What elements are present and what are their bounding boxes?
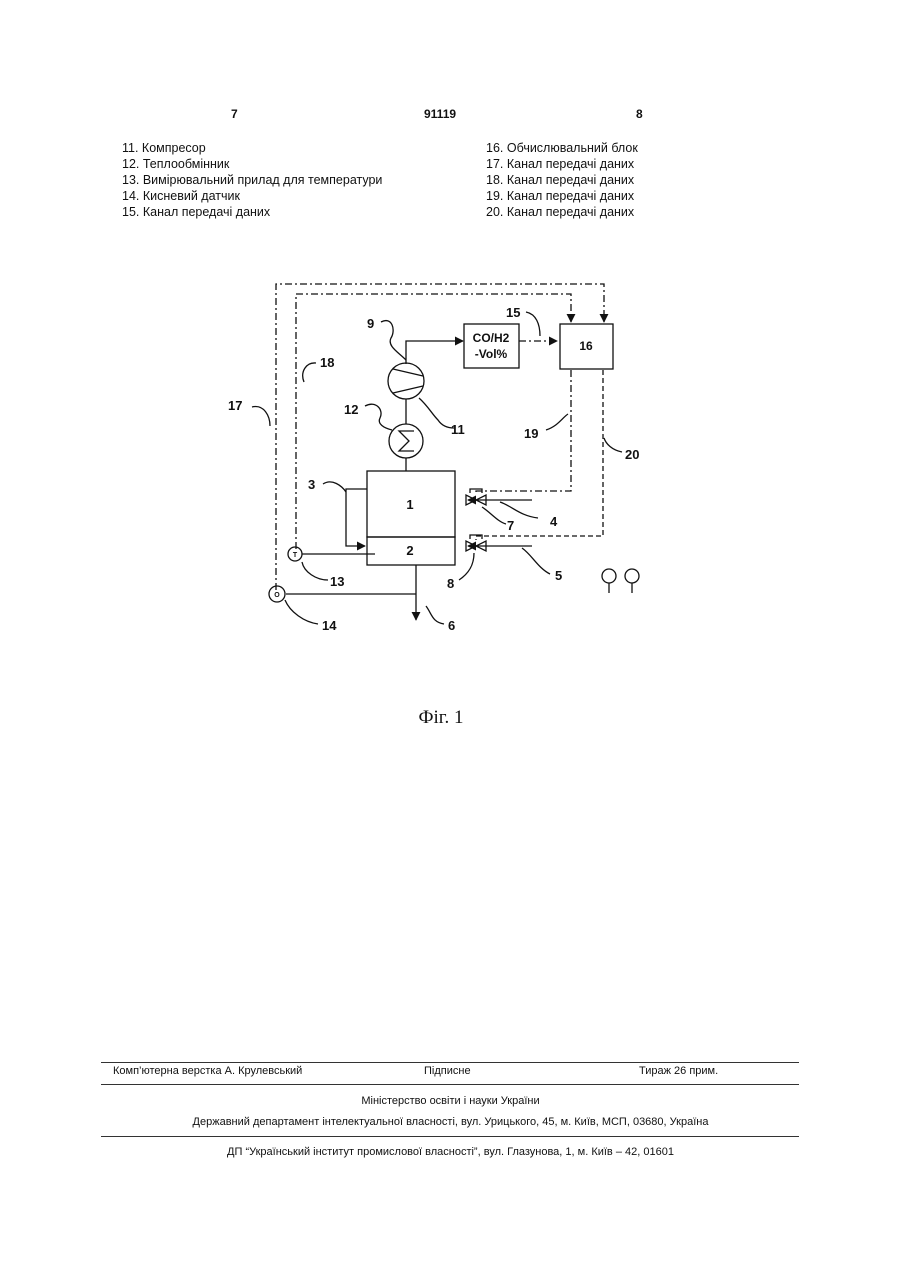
footer-institute: ДП “Український інститут промислової вла… [0,1146,901,1158]
label-1: 1 [406,497,413,512]
leader-19 [546,414,568,430]
leader-12 [365,404,392,430]
leader-7 [482,507,506,524]
leader-9 [381,321,406,360]
temperature-sensor-label: T [293,552,298,559]
leader-13 [302,562,328,580]
label-11: 11 [451,422,465,437]
heat-exchanger-coil [399,431,414,451]
leader-20 [604,438,622,452]
compressor-11 [388,363,424,399]
label-16: 16 [579,339,593,353]
label-17: 17 [228,398,242,413]
leader-6 [426,606,444,624]
analyzer-text-line1: CO/H2 [473,331,510,345]
footer-ministry: Міністерство освіти і науки України [0,1095,901,1107]
analyzer-text-line2: -Vol% [475,347,508,361]
leader-5 [522,548,550,574]
pipe-compressor-analyzer [406,341,463,364]
label-12: 12 [344,402,358,417]
label-15: 15 [506,305,520,320]
footer-rule-top [101,1062,799,1063]
label-6: 6 [448,618,455,633]
leader-17 [252,407,270,426]
leader-15 [526,312,540,336]
leader-11 [419,398,454,428]
gauge-icon [602,569,616,583]
leader-8 [459,553,474,580]
figure-caption: Фіг. 1 [0,707,882,729]
label-4: 4 [550,514,558,529]
footer-rule-middle [101,1084,799,1085]
gauge-icon [625,569,639,583]
label-18: 18 [320,355,334,370]
oxygen-sensor-label: O [274,592,280,599]
data-channel-17 [276,284,604,590]
heat-exchanger-12 [389,424,423,458]
footer-layout-credit: Комп’ютерна верстка А. Крулевський [113,1065,302,1077]
footer-rule-bottom [101,1136,799,1137]
label-9: 9 [367,316,374,331]
label-13: 13 [330,574,344,589]
leader-18 [303,363,316,382]
label-3: 3 [308,477,315,492]
label-14: 14 [322,618,337,633]
data-channel-18 [296,294,571,549]
label-8: 8 [447,576,454,591]
footer-department: Державний департамент інтелектуальної вл… [0,1116,901,1128]
bypass-line-3 [346,489,367,546]
process-diagram: CO/H2 -Vol% 16 1 2 3 4 5 6 7 8 9 11 12 1… [0,0,901,700]
label-19: 19 [524,426,538,441]
footer-signed: Підписне [424,1065,471,1077]
leader-4 [500,502,538,518]
data-channel-20 [476,370,603,540]
leader-3 [323,482,346,492]
label-20: 20 [625,447,639,462]
label-7: 7 [507,518,514,533]
leader-14 [285,600,318,624]
label-2: 2 [406,543,413,558]
label-5: 5 [555,568,562,583]
footer-circulation: Тираж 26 прим. [639,1065,718,1077]
